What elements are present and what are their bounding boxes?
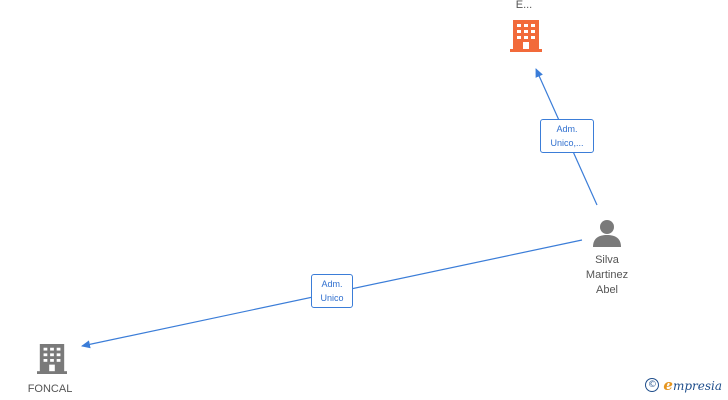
company-bottom-label[interactable]: FONCAL (27, 383, 73, 395)
brand-logo: empresia (663, 376, 722, 394)
copyright-icon: © (645, 378, 660, 392)
person-icon[interactable] (592, 218, 622, 248)
person-label[interactable]: Silva Martinez Abel (585, 254, 629, 296)
edge-label-adm-unico-top[interactable]: Adm. Unico,... (540, 119, 594, 153)
building-icon[interactable] (510, 19, 542, 53)
edge-label-adm-unico-bottom[interactable]: Adm. Unico (311, 274, 353, 308)
company-top-label[interactable]: E... (515, 0, 533, 11)
building-icon[interactable] (37, 342, 67, 376)
empresia-watermark: © empresia (645, 376, 722, 394)
